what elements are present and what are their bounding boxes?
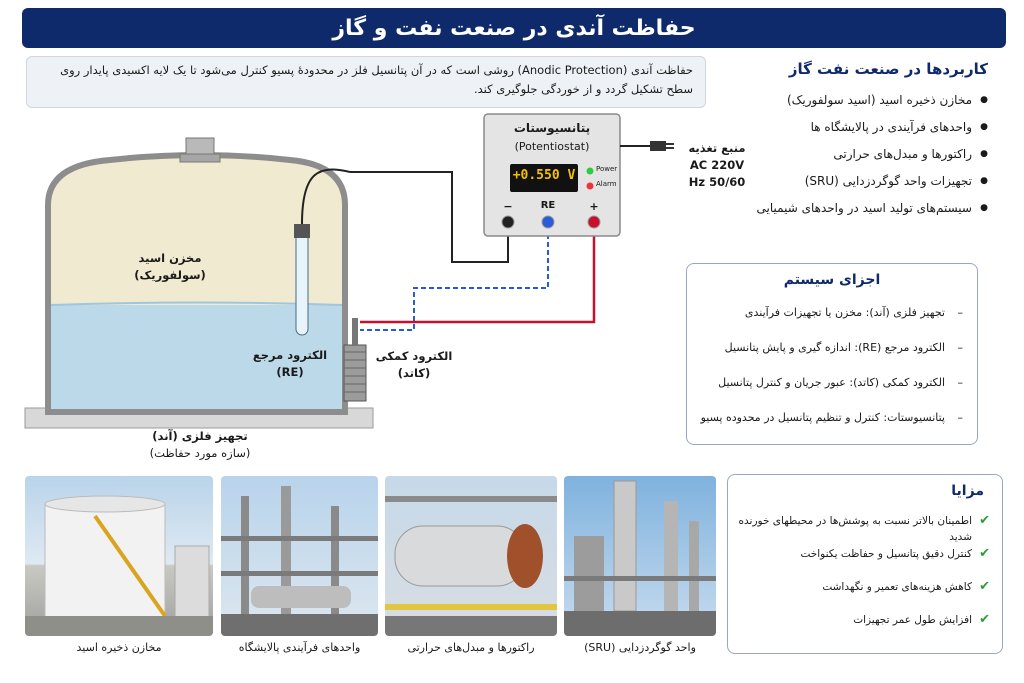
- photo-caption-1: مخازن ذخیره اسید: [76, 641, 162, 654]
- reference-electrode-icon: [295, 229, 309, 336]
- list-item: ✔ کنترل دقیق پتانسیل و حفاظت یکنواخت: [732, 546, 990, 579]
- plus-terminal-label: +: [589, 200, 599, 213]
- re-terminal-icon: [541, 215, 555, 229]
- power-supply-label: منبع تغذیه AC 220V 50/60 Hz: [672, 140, 762, 191]
- benefit-text: اطمینان بالاتر نسبت به پوشش‌ها در محیطها…: [738, 515, 972, 543]
- photo-refinery-process-units: [221, 476, 378, 636]
- re-wire: [360, 226, 549, 331]
- components-title: اجزای سیستم: [783, 272, 881, 288]
- check-icon: ✔: [979, 579, 990, 594]
- components-box: اجزای سیستم تجهیز فلزی (آند): مخزن یا تج…: [686, 263, 978, 445]
- list-item: ✔ اطمینان بالاتر نسبت به پوشش‌ها در محیطه…: [732, 513, 990, 546]
- alarm-label: Alarm: [596, 180, 617, 188]
- tank-label-line1: مخزن اسید: [138, 251, 202, 265]
- acid-liquid: [51, 305, 342, 409]
- benefit-text: افزایش طول عمر تجهیزات: [853, 614, 972, 626]
- reference-electrode-label: الکترود مرجع (RE): [240, 347, 340, 381]
- page-title: حفاظت آندی در صنعت نفت و گاز: [332, 15, 696, 41]
- benefit-text: کاهش هزینه‌های تعمیر و نگهداشت: [822, 581, 972, 593]
- benefits-box: مزایا ✔ اطمینان بالاتر نسبت به پوشش‌ها در…: [727, 474, 1003, 654]
- re-terminal-label: RE: [540, 200, 556, 211]
- applications-list: مخازن ذخیره اسید (اسید سولفوریک) واحدهای…: [688, 90, 988, 225]
- plus-terminal-icon: [587, 215, 601, 229]
- photo-acid-storage-tanks: [25, 476, 213, 636]
- definition-text: حفاظت آندی (Anodic Protection) روشی است …: [60, 63, 693, 96]
- minus-terminal-icon: [501, 215, 515, 229]
- power-supply-line2: AC 220V: [689, 158, 745, 172]
- page-title-bar: حفاظت آندی در صنعت نفت و گاز: [22, 8, 1006, 48]
- power-label: Power: [596, 165, 618, 173]
- check-icon: ✔: [979, 513, 990, 528]
- potentiostat-display: [510, 164, 578, 192]
- ce-label-line1: الکترود کمکی: [375, 349, 453, 363]
- re-label-line1: الکترود مرجع: [252, 348, 328, 362]
- list-item: الکترود کمکی (کاتد): عبور جریان و کنترل …: [693, 376, 963, 411]
- power-led-icon: [586, 167, 594, 175]
- list-item: سیستم‌های تولید اسید در واحدهای شیمیایی: [688, 198, 988, 225]
- re-label-line2: (RE): [276, 365, 304, 379]
- power-plug-icon: [650, 141, 666, 151]
- tank-nozzle-flange: [179, 153, 221, 163]
- counter-electrode-rod: [352, 318, 358, 346]
- potentiostat-title: پتانسیوستات: [513, 121, 591, 135]
- benefits-list: ✔ اطمینان بالاتر نسبت به پوشش‌ها در محیطه…: [732, 513, 990, 645]
- photo-reactors-heat-exchangers: [385, 476, 557, 636]
- metal-label-line2: (سازه مورد حفاظت): [149, 446, 251, 460]
- ce-label-line2: (کاتد): [397, 366, 431, 380]
- list-item: راکتورها و مبدل‌های حرارتی: [688, 144, 988, 171]
- check-icon: ✔: [979, 546, 990, 561]
- counter-electrode-label: الکترود کمکی (کاتد): [364, 348, 464, 382]
- anodic-protection-diagram: [24, 113, 674, 429]
- list-item: تجهیزات واحد گوگردزدایی (SRU): [688, 171, 988, 198]
- plus-wire: [360, 226, 596, 324]
- list-item: واحدهای فرآیندی در پالایشگاه ها: [688, 117, 988, 144]
- benefit-text: کنترل دقیق پتانسیل و حفاظت یکنواخت: [800, 548, 972, 560]
- list-item: مخازن ذخیره اسید (اسید سولفوریک): [688, 90, 988, 117]
- list-item: الکترود مرجع (RE): اندازه گیری و پایش پت…: [693, 341, 963, 376]
- metal-equipment-label: تجهیز فلزی (آند) (سازه مورد حفاظت): [120, 428, 280, 462]
- potentiostat-reading: +0.550 V: [512, 168, 576, 183]
- list-item: تجهیز فلزی (آند): مخزن یا تجهیزات فرآیند…: [693, 306, 963, 341]
- check-icon: ✔: [979, 612, 990, 627]
- definition-box: حفاظت آندی (Anodic Protection) روشی است …: [26, 56, 706, 108]
- power-supply-line1: منبع تغذیه: [688, 141, 746, 155]
- components-list: تجهیز فلزی (آند): مخزن یا تجهیزات فرآیند…: [693, 306, 963, 446]
- re-cable: [301, 168, 351, 225]
- reference-electrode-cap: [294, 224, 310, 238]
- metal-label-line1: تجهیز فلزی (آند): [152, 429, 248, 443]
- tank-label: مخزن اسید (سولفوریک): [110, 250, 230, 284]
- photo-caption-4: واحد گوگردزدایی (SRU): [584, 641, 696, 654]
- photo-caption-2: واحدهای فرآیندی پالایشگاه: [238, 641, 361, 654]
- photo-sru-unit: [564, 476, 716, 636]
- list-item: پتانسیوستات: کنترل و تنظیم پتانسیل در مح…: [693, 411, 963, 446]
- applications-title: کاربردها در صنعت نفت گاز: [788, 60, 988, 78]
- counter-electrode-icon: [343, 344, 367, 402]
- power-supply-line3: 50/60 Hz: [688, 175, 746, 189]
- minus-wire: [350, 171, 509, 263]
- tank-label-line2: (سولفوریک): [134, 268, 206, 282]
- list-item: ✔ کاهش هزینه‌های تعمیر و نگهداشت: [732, 579, 990, 612]
- benefits-title: مزایا: [951, 483, 984, 499]
- list-item: ✔ افزایش طول عمر تجهیزات: [732, 612, 990, 645]
- alarm-led-icon: [586, 182, 594, 190]
- photo-caption-3: راکتورها و مبدل‌های حرارتی: [407, 641, 535, 654]
- minus-terminal-label: −: [503, 200, 513, 213]
- tank-nozzle: [185, 137, 215, 157]
- potentiostat-subtitle: (Potentiostat): [514, 140, 590, 153]
